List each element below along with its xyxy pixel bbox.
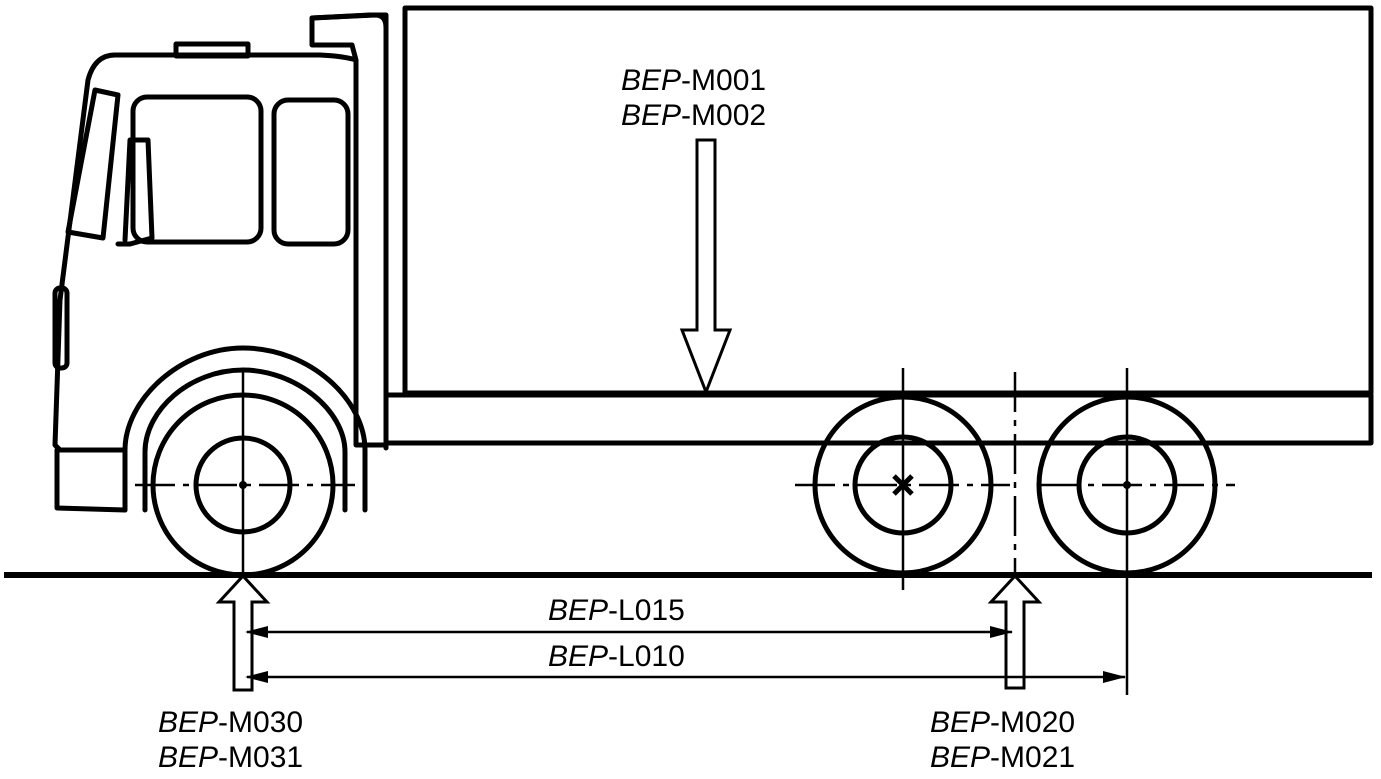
label-l015: BEP-L015	[548, 594, 685, 627]
load-arrow	[679, 138, 733, 397]
label-m031: BEP-M031	[158, 741, 304, 774]
dimension-l010-arrow-left	[245, 671, 268, 683]
dimension-l010-arrow-right	[1103, 671, 1126, 683]
exhaust-stack	[309, 12, 389, 448]
label-l010: BEP-L010	[548, 640, 685, 673]
label-m021: BEP-M021	[930, 741, 1076, 774]
label-m030: BEP-M030	[158, 706, 304, 739]
front-wheel-center	[239, 481, 247, 489]
label-m002: BEP-M002	[621, 99, 767, 132]
front-wheel-arch	[122, 345, 368, 513]
label-m020: BEP-M020	[930, 706, 1076, 739]
side-window-left	[65, 87, 121, 241]
label-m001: BEP-M001	[621, 64, 767, 97]
cargo-box	[402, 5, 1374, 396]
rear-wheel-1-center-cross	[892, 474, 914, 496]
rear-axle-arrow	[987, 573, 1043, 690]
cab-handle	[52, 285, 70, 371]
mirror	[115, 137, 155, 247]
front-bumper	[54, 447, 128, 513]
rear-window	[271, 97, 351, 247]
rear-wheel-2-center	[1123, 481, 1131, 489]
door-window	[130, 94, 264, 245]
dimension-l015-arrow-right	[990, 626, 1013, 638]
cab-roof-visor	[173, 41, 251, 59]
dimension-l015-arrow-left	[245, 626, 268, 638]
